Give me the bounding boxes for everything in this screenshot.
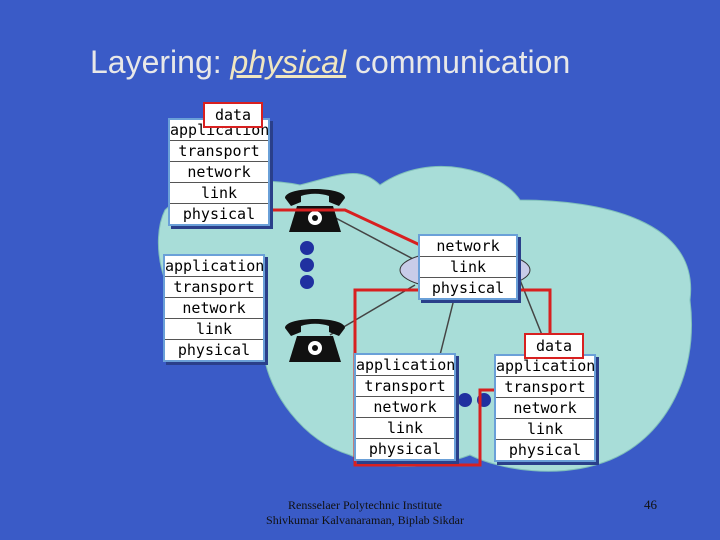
title-suffix: communication <box>346 44 571 80</box>
layer-link: link <box>496 419 594 440</box>
layer-link: link <box>170 183 268 204</box>
layer-network: network <box>165 298 263 319</box>
router-stack: network link physical <box>418 234 518 300</box>
layer-link: link <box>356 418 454 439</box>
host-bottom-right-stack: application transport network link physi… <box>494 354 596 462</box>
layer-network: network <box>170 162 268 183</box>
layer-network: network <box>496 398 594 419</box>
layer-transport: transport <box>356 376 454 397</box>
layer-physical: physical <box>368 440 442 458</box>
dot <box>300 275 314 289</box>
footer-line-1: Rensselaer Polytechnic Institute <box>288 498 442 512</box>
host-bottom-center-stack: application transport network link physi… <box>354 353 456 461</box>
dot <box>300 258 314 272</box>
footer: Rensselaer Polytechnic Institute Shivkum… <box>230 498 500 528</box>
page-title: Layering: physical communication <box>90 44 570 81</box>
layer-application: application <box>165 257 265 277</box>
layer-application: application <box>496 357 596 377</box>
layer-transport: transport <box>496 377 594 398</box>
layer-physical: physical <box>431 279 505 297</box>
layer-network: network <box>356 397 454 418</box>
physical-path-arrow <box>510 288 552 350</box>
data-label-right: data <box>524 333 584 359</box>
telephone-icon <box>285 319 345 362</box>
layer-link: link <box>165 319 263 340</box>
dot <box>458 393 472 407</box>
telephone-icon <box>285 189 345 232</box>
host-mid-left-stack: application transport network link physi… <box>163 254 265 362</box>
title-prefix: Layering: <box>90 44 231 80</box>
host-top-left-stack: application transport network link physi… <box>168 118 270 226</box>
dot <box>300 241 314 255</box>
layer-physical: physical <box>508 441 582 459</box>
link-line <box>439 294 456 356</box>
layer-physical: physical <box>182 205 256 223</box>
physical-path-arrow <box>353 288 550 467</box>
layer-transport: transport <box>165 277 263 298</box>
footer-line-2: Shivkumar Kalvanaraman, Biplab Sikdar <box>266 513 464 527</box>
layer-network: network <box>420 236 516 257</box>
layer-link: link <box>420 257 516 278</box>
layer-physical: physical <box>177 341 251 359</box>
data-label-top: data <box>203 102 263 128</box>
page-number: 46 <box>644 497 657 512</box>
link-line <box>329 214 416 261</box>
title-highlight: physical <box>230 44 347 80</box>
layer-application: application <box>356 356 456 376</box>
layer-transport: transport <box>170 141 268 162</box>
